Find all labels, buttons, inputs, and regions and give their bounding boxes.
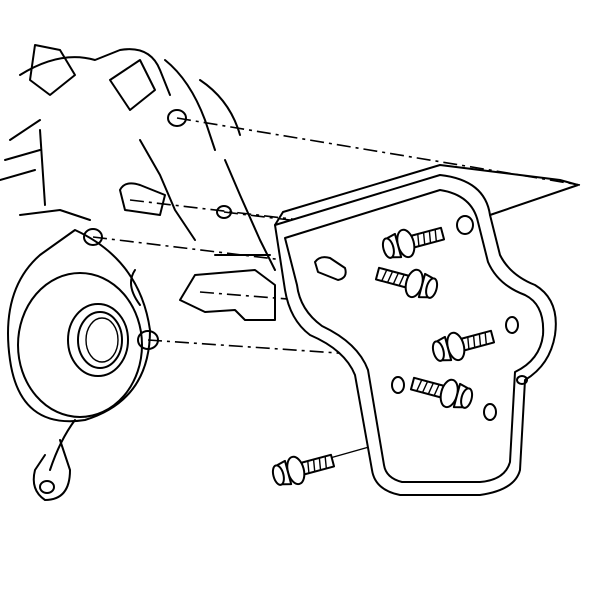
- bolt: [381, 226, 446, 259]
- bolt: [431, 329, 496, 362]
- engine-block: [0, 44, 276, 471]
- rear-main-seal-housing: [7, 229, 151, 501]
- bolt: [409, 376, 474, 409]
- bolt: [374, 266, 439, 299]
- mounting-bracket: [274, 164, 579, 496]
- bolt: [271, 453, 336, 486]
